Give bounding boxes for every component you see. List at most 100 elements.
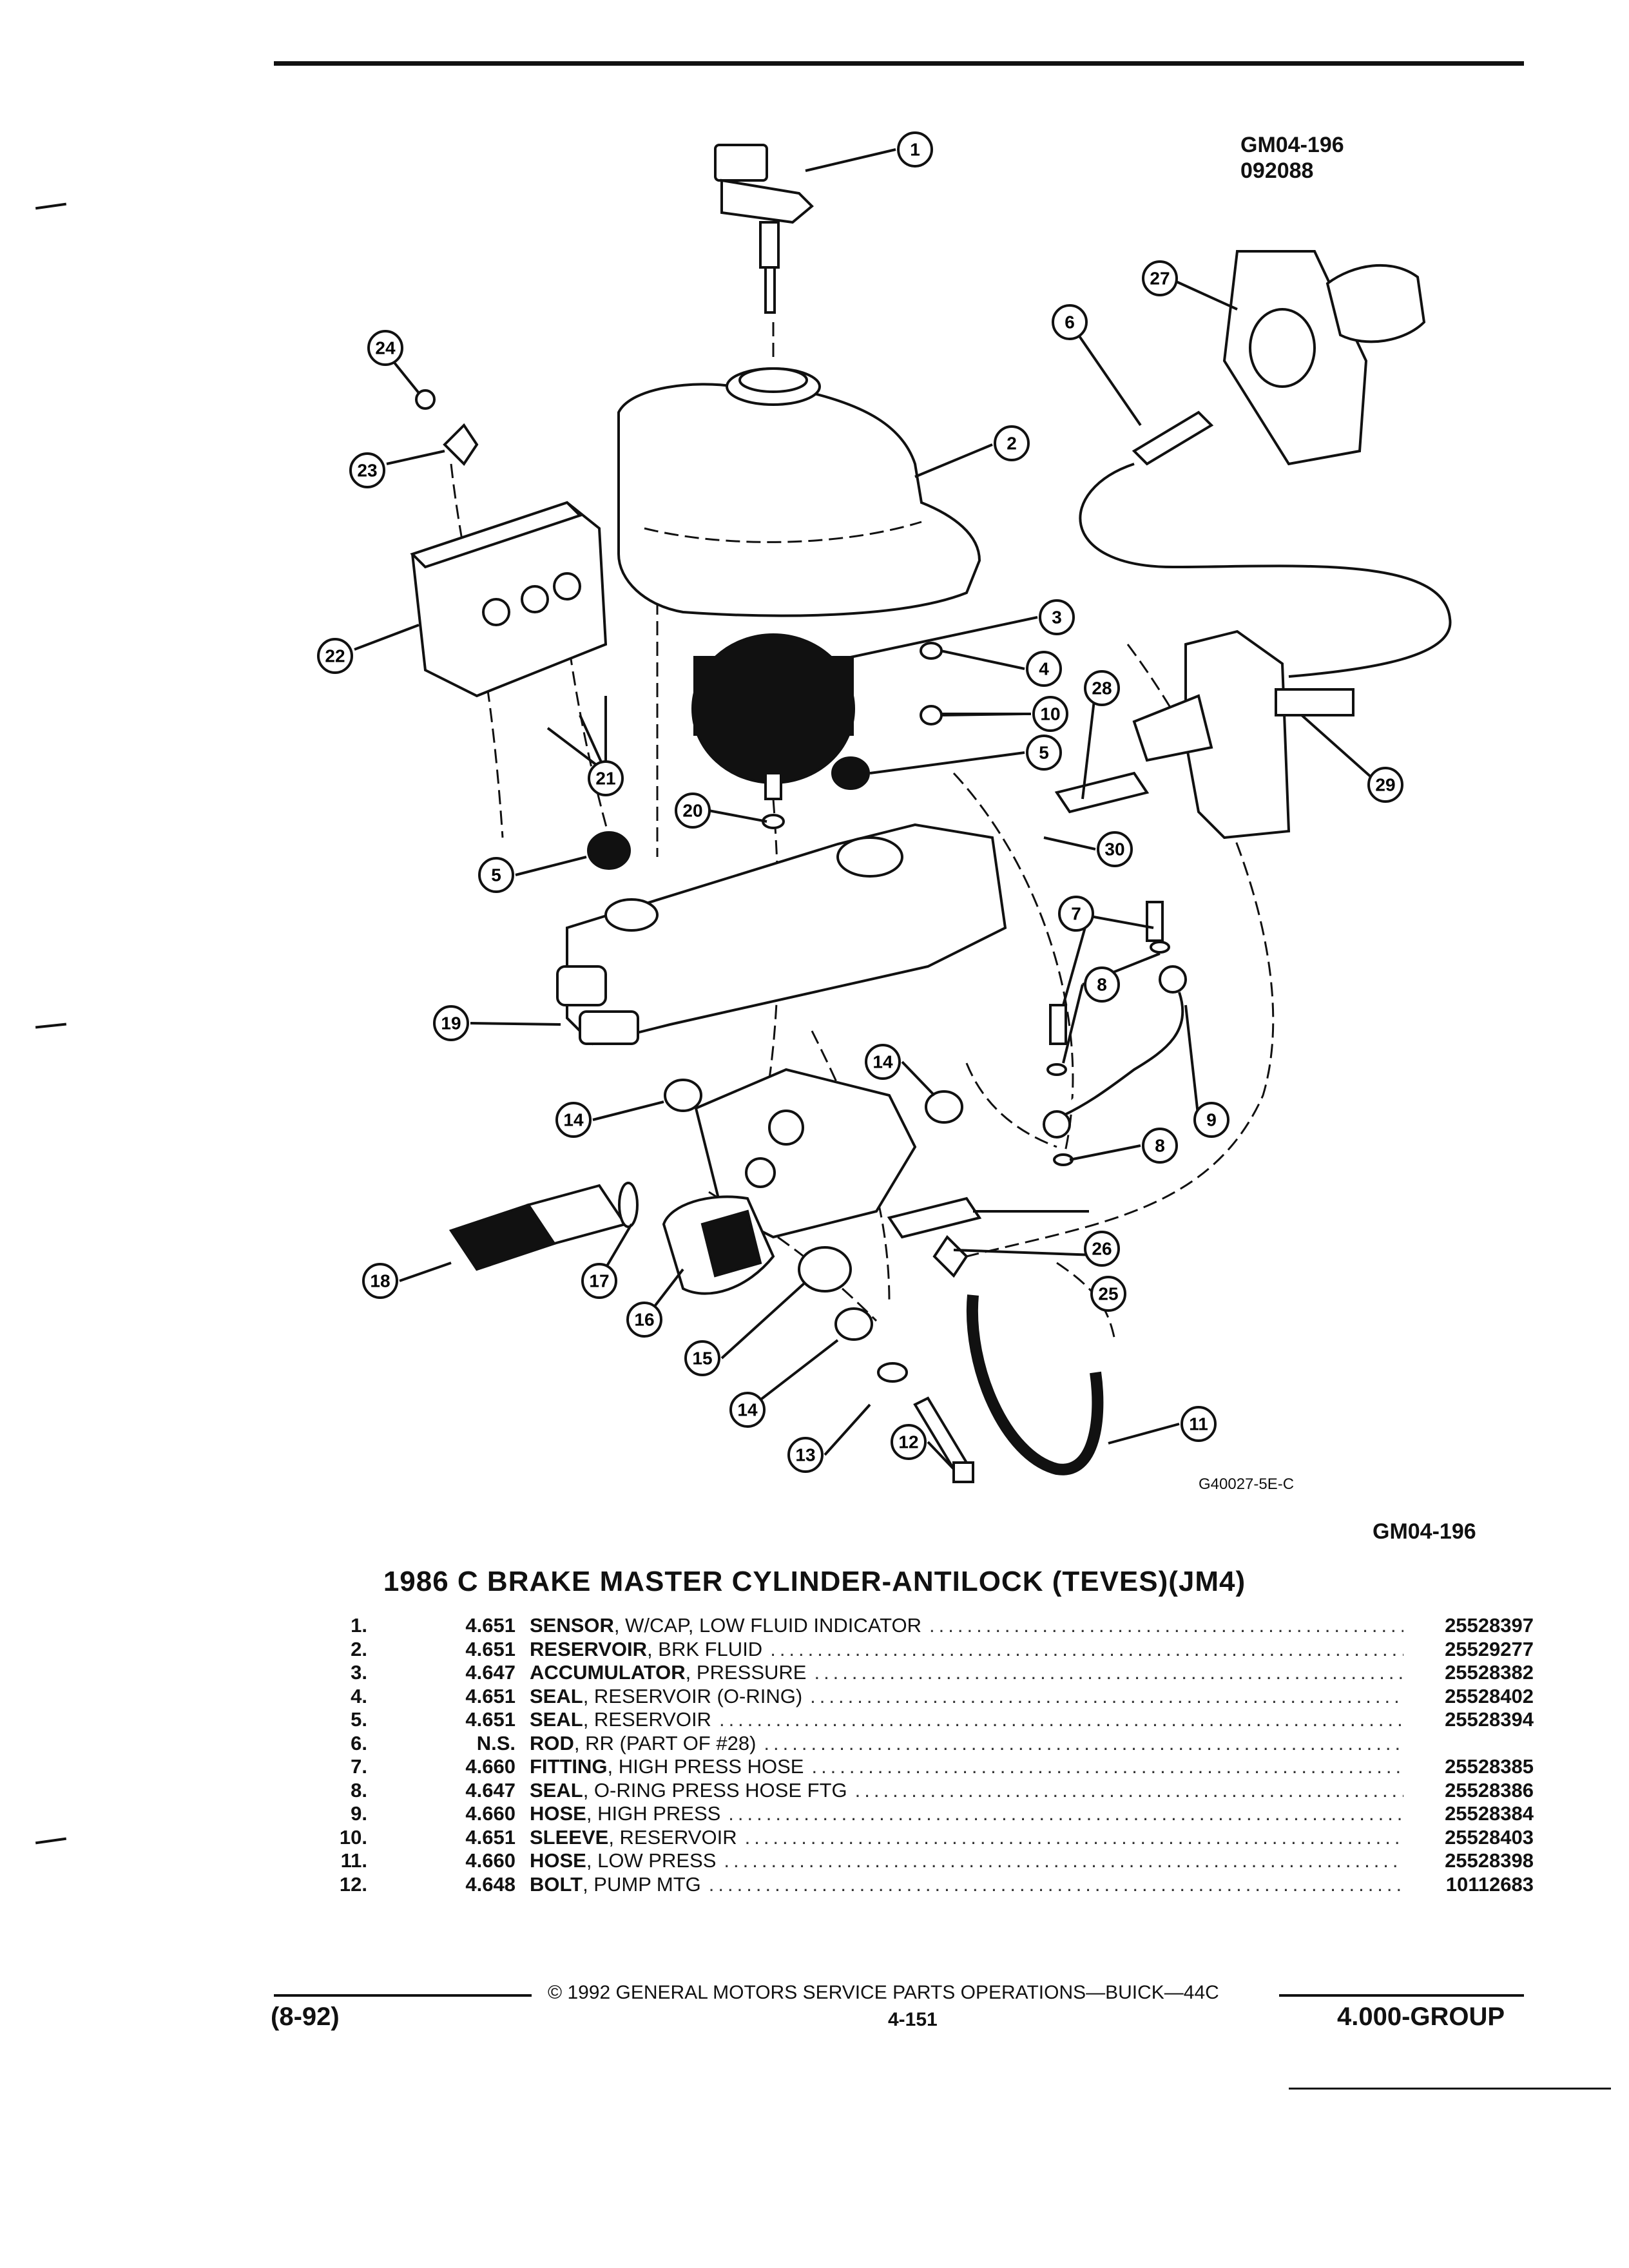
svg-text:8: 8 xyxy=(1155,1136,1165,1156)
part-sensor xyxy=(714,144,814,314)
leader-lines xyxy=(354,148,1374,1470)
callout-22: 22 xyxy=(317,638,353,674)
group-label: 4.000-GROUP xyxy=(1337,2003,1505,2031)
callout-14c: 14 xyxy=(729,1392,766,1428)
callout-1: 1 xyxy=(897,131,933,168)
leader-dots xyxy=(719,1708,1403,1732)
svg-text:6: 6 xyxy=(1065,312,1075,332)
part-qualifier: , LOW PRESS xyxy=(586,1849,717,1872)
group-number: 4.648 xyxy=(465,1872,516,1896)
leader-dots xyxy=(855,1779,1403,1803)
part-pump-body xyxy=(410,501,608,698)
svg-text:25: 25 xyxy=(1098,1284,1118,1304)
svg-text:17: 17 xyxy=(589,1271,609,1291)
callout-8b: 8 xyxy=(1142,1128,1178,1164)
part-name-main: BOLT xyxy=(530,1872,583,1896)
parts-row: 8. 4.647 SEAL, O-RING PRESS HOSE FTG 255283… xyxy=(335,1779,1534,1803)
svg-text:13: 13 xyxy=(795,1445,815,1465)
part-name-main: SLEEVE xyxy=(530,1825,609,1849)
item-number: 8. xyxy=(351,1778,367,1802)
svg-text:2: 2 xyxy=(1007,434,1017,454)
callout-8: 8 xyxy=(1084,966,1120,1003)
part-seals xyxy=(587,642,943,870)
svg-text:15: 15 xyxy=(692,1349,712,1369)
svg-text:14: 14 xyxy=(737,1400,758,1420)
leader-dots xyxy=(811,1755,1403,1779)
item-number: 10. xyxy=(339,1825,367,1849)
part-number: 25528403 xyxy=(1445,1825,1534,1849)
callout-30: 30 xyxy=(1097,831,1133,867)
callout-20: 20 xyxy=(675,793,711,829)
part-number: 25528386 xyxy=(1445,1778,1534,1802)
leader-dots xyxy=(709,1873,1403,1897)
part-rod-6 xyxy=(1079,410,1452,678)
group-number: 4.647 xyxy=(465,1778,516,1802)
svg-text:29: 29 xyxy=(1375,775,1395,795)
callout-17: 17 xyxy=(581,1263,617,1299)
margin-mark xyxy=(35,1837,67,1845)
leader-dots xyxy=(728,1802,1403,1826)
leader-dots xyxy=(770,1638,1403,1662)
part-name-main: HOSE xyxy=(530,1802,586,1825)
part-name: SENSOR, W/CAP, LOW FLUID INDICATOR xyxy=(530,1614,921,1638)
top-rule xyxy=(274,61,1524,66)
page-number: 4-151 xyxy=(888,2009,938,2030)
callout-6: 6 xyxy=(1052,304,1088,340)
item-number: 1. xyxy=(351,1614,367,1637)
callout-9: 9 xyxy=(1193,1102,1229,1138)
callout-15: 15 xyxy=(684,1340,720,1376)
part-number: 25528398 xyxy=(1445,1849,1534,1872)
part-qualifier: , RESERVOIR xyxy=(583,1708,711,1731)
item-number: 11. xyxy=(340,1849,367,1872)
part-name: ACCUMULATOR, PRESSURE xyxy=(530,1661,806,1685)
part-name-main: SEAL xyxy=(530,1708,583,1731)
svg-text:27: 27 xyxy=(1150,269,1170,289)
callout-23: 23 xyxy=(349,452,385,488)
leader-dots xyxy=(814,1661,1403,1685)
part-qualifier: , PUMP MTG xyxy=(583,1872,701,1896)
part-accumulator xyxy=(691,633,855,800)
callout-16: 16 xyxy=(626,1302,662,1338)
item-number: 12. xyxy=(339,1872,367,1896)
callout-4: 4 xyxy=(1026,651,1062,687)
callout-5: 5 xyxy=(1026,735,1062,771)
part-number: 25528382 xyxy=(1445,1661,1534,1684)
callout-18: 18 xyxy=(362,1263,398,1299)
section-code: GM04-196 xyxy=(1373,1519,1476,1544)
callout-14: 14 xyxy=(555,1102,592,1138)
svg-text:30: 30 xyxy=(1104,840,1124,860)
svg-text:12: 12 xyxy=(898,1432,918,1452)
footer-rule-right xyxy=(1279,1994,1524,1997)
part-name: RESERVOIR, BRK FLUID xyxy=(530,1638,762,1662)
part-reservoir xyxy=(617,367,981,617)
part-master-cylinder xyxy=(556,823,1007,1046)
part-number: 25528402 xyxy=(1445,1684,1534,1707)
svg-text:5: 5 xyxy=(491,865,501,885)
item-number: 6. xyxy=(351,1731,367,1754)
callout-25: 25 xyxy=(1090,1276,1126,1312)
footer-rule-left xyxy=(274,1994,532,1997)
part-motor-16 xyxy=(662,1195,852,1295)
callout-11: 11 xyxy=(1181,1406,1217,1442)
part-qualifier: , O-RING PRESS HOSE FTG xyxy=(583,1778,847,1802)
part-name-main: SEAL xyxy=(530,1684,583,1707)
part-name: HOSE, LOW PRESS xyxy=(530,1849,716,1873)
svg-text:28: 28 xyxy=(1092,678,1112,698)
callout-12: 12 xyxy=(891,1424,927,1460)
illustration-code: GM04-196 092088 xyxy=(1240,132,1344,184)
part-name: SEAL, O-RING PRESS HOSE FTG xyxy=(530,1779,847,1803)
callout-27: 27 xyxy=(1142,260,1178,296)
part-pressure-hose xyxy=(1043,901,1187,1166)
callout-24: 24 xyxy=(367,330,403,366)
item-number: 5. xyxy=(351,1708,367,1731)
part-qualifier: , HIGH PRESS xyxy=(586,1802,721,1825)
svg-text:9: 9 xyxy=(1206,1110,1217,1130)
part-name-main: SENSOR xyxy=(530,1614,614,1637)
svg-text:21: 21 xyxy=(595,769,615,789)
svg-text:7: 7 xyxy=(1071,904,1081,924)
part-name: FITTING, HIGH PRESS HOSE xyxy=(530,1755,804,1779)
svg-text:26: 26 xyxy=(1092,1239,1112,1259)
